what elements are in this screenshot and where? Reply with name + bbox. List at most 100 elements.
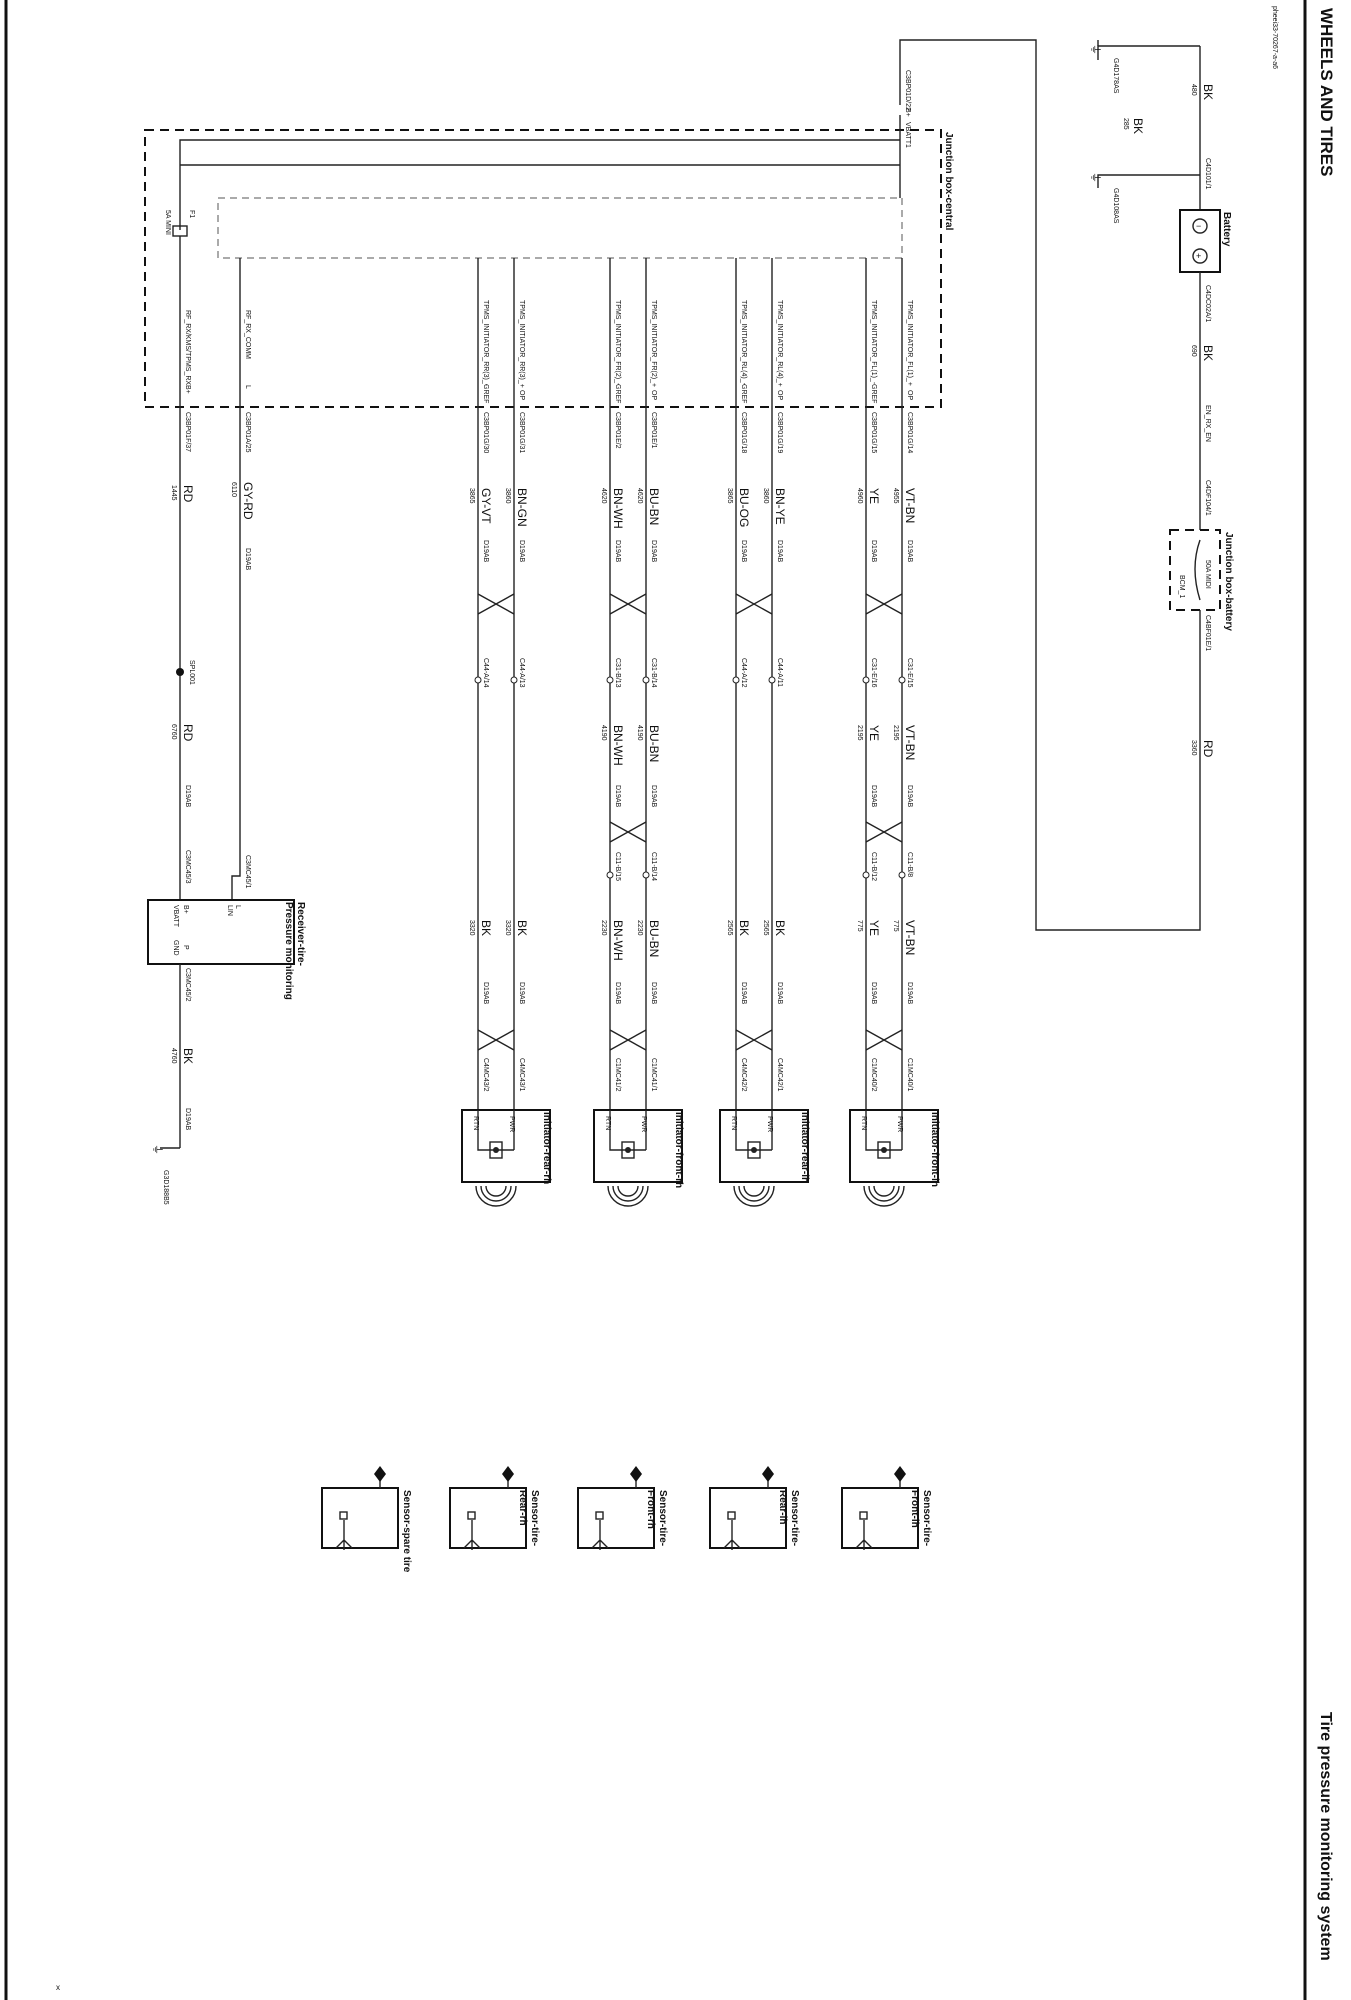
rx-comm-pin-name: LIN [226,905,233,916]
conn-neg: C3BP01E/2 [614,412,621,449]
bjb-in-conn: C4DF104/1 [1204,480,1211,516]
signal-neg: TPMS_INITIATOR_RR(3)_- [482,300,489,387]
rx-pwr-pin-rx: B+ [182,905,189,914]
sensor-label-1: Sensor-tire- [921,1490,932,1546]
rx-comm-conn-cjb: C3BP01A/25 [244,412,251,453]
harness2-neg: D19AB [614,785,621,808]
pin-pos: OP [906,390,913,400]
ground-symbol-1: ⏚ [1089,44,1102,55]
bjb-label: Junction box-battery [1223,532,1234,631]
antenna-wave-icon [480,1185,512,1202]
rx-comm-conn-rx: C3MC45/1 [244,855,251,889]
sensor-label-1: Sensor-tire- [789,1490,800,1546]
color3-pos: BU-BN [647,920,661,957]
inline1-neg: C44-A/14 [482,658,489,688]
twisted-pair-symbol [477,1029,515,1051]
sensor-element-icon [727,1511,736,1520]
sensor-antenna-icon [463,1520,481,1550]
inline-connector [898,871,906,879]
conn-pos: C3BP01G/19 [776,412,783,453]
harness-neg: D19AB [482,540,489,563]
sensor-5: Sensor-spare tire [321,1466,412,1573]
sensor-label-1: Sensor-spare tire [401,1490,412,1573]
rx-pwr-color2: RD [181,724,195,742]
battery-box [1179,209,1221,273]
conn-pos: C3BP01G/31 [518,412,525,453]
section-title: WHEELS AND TIRES [1317,8,1336,176]
cjb-fuse-id: F1 [188,210,195,218]
initiator-label: Initiator-front-rh [673,1112,684,1188]
wire-color-480: BK [1201,84,1215,100]
color3-pos: BK [773,920,787,936]
sensor-rf-diamond-icon [894,1466,906,1482]
cjb-fuse-rating: 5A MINI [164,210,171,235]
harness-pos: D19AB [906,540,913,563]
initiator-box [461,1109,551,1183]
twisted-pair-symbol [477,593,515,615]
pin-neg: GREF [740,384,747,403]
inline1-pos: C31-E/15 [906,658,913,688]
signal-pos: TPMS_INITIATOR_FR(2)_+ [650,300,657,387]
harness-neg: D19AB [870,540,877,563]
harness2-pos: D19AB [650,785,657,808]
device-conn-pos: C4MC43/1 [518,1058,525,1092]
rx-comm-pin-rx: L [234,905,241,909]
circ-neg: 3865 [468,488,475,504]
inline-connector [510,676,518,684]
twisted-pair-symbol [865,1029,903,1051]
ground-label-2: G4D108AS [1112,188,1119,224]
rx-comm-circ: 6110 [230,482,237,497]
inline-connector [474,676,482,684]
sensor-element-icon [339,1511,348,1520]
sensor-label-2: Front-rh [645,1490,656,1529]
rx-comm-color: GY-RD [241,482,255,520]
coil-icon [621,1141,635,1159]
initiator-channel-4: TPMS_INITIATOR_RR(3)_+TPMS_INITIATOR_RR(… [461,258,552,1207]
vbatt-label: VBATT1 [904,122,911,148]
pin-neg: GREF [870,384,877,403]
harness3-neg: D19AB [482,982,489,1005]
harness3-pos: D19AB [906,982,913,1005]
conn-neg: C3BP01G/30 [482,412,489,453]
circ-pos: 3860 [504,488,511,504]
battery-section: ⏚ G4D178AS BK 480 ⏚ G4D108AS BK 285 C4D1… [899,39,1234,931]
coil-core [625,1147,631,1153]
wire-color-285: BK [1131,118,1145,134]
inline-connector [642,871,650,879]
inline-connector [862,871,870,879]
splice-spl001 [176,668,184,676]
initiator-box [849,1109,939,1183]
bjb-out-conn: C4BF01E/1 [1204,615,1211,651]
rx-pwr-color: RD [181,485,195,503]
wire-circ-285: 285 [1122,118,1129,130]
sensor-2: Sensor-tire-Rear-lh [709,1466,800,1550]
coil-core [493,1147,499,1153]
antenna-wave-icon [612,1185,644,1202]
sensor-box [449,1487,527,1549]
circ-neg: 3865 [726,488,733,504]
sensor-4: Sensor-tire-Rear-rh [449,1466,540,1550]
pin-neg: GREF [482,384,489,403]
sensor-3: Sensor-tire-Front-rh [577,1466,668,1550]
harness-neg: D19AB [614,540,621,563]
antenna-wave-icon [485,1185,507,1197]
pwr-pin: PWR [896,1116,903,1132]
rx-gnd-conn-rx: C3MC45/2 [184,968,191,1002]
initiator-layer: TPMS_INITIATOR_FL(1)_+TPMS_INITIATOR_FL(… [461,258,940,1207]
receiver-box [147,899,295,965]
ground-label-1: G4D178AS [1112,58,1119,94]
inline-connector [862,676,870,684]
inline2-neg: C11-B/15 [614,852,621,881]
harness-pos: D19AB [776,540,783,563]
harness3-neg: D19AB [740,982,747,1005]
sensor-1: Sensor-tire-Front-lh [841,1466,932,1550]
cjb-rx-power-label: RF_RX/KMS/TPMS_RX [184,310,191,385]
color3-pos: BK [515,920,529,936]
rx-pwr-conn-rx: C3MC45/3 [184,850,191,884]
batt-neg-conn: C4D101/1 [1204,158,1211,190]
conn-pos: C3BP01G/14 [906,412,913,453]
pwr-pin: PWR [640,1116,647,1132]
circ2-neg: 2195 [856,725,863,741]
batt-pos-conn: C4DC02A/1 [1204,285,1211,322]
wire-color-690: BK [1201,345,1215,361]
